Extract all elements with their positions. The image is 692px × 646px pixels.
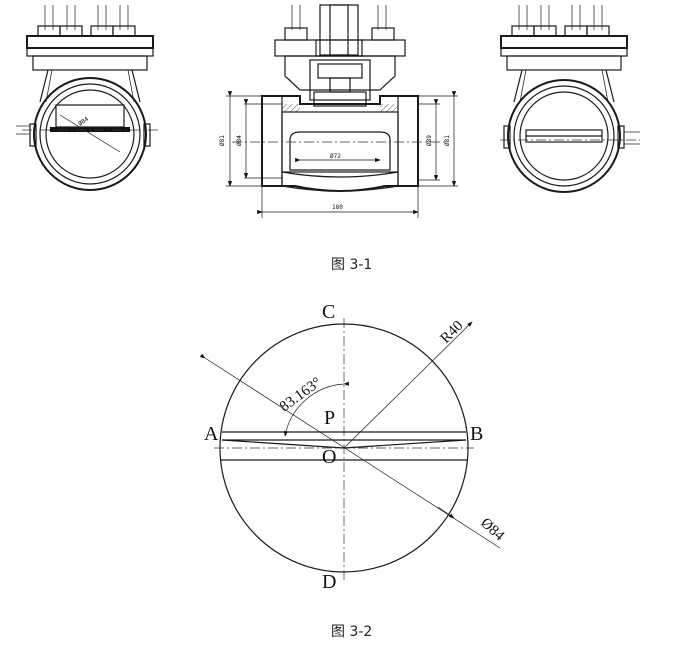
angle-label: 83.163° <box>277 375 325 416</box>
point-C-label: C <box>322 301 335 323</box>
left-view-dim-label: Ø84 <box>77 115 90 127</box>
left-end-view: Ø84 <box>16 5 160 191</box>
dim-label-5: Ø81 <box>444 135 451 146</box>
right-end-view <box>500 5 640 193</box>
point-D-label: D <box>322 571 336 593</box>
figure-1-caption: 图 3-1 <box>331 257 373 273</box>
radius-label: R40 <box>438 318 467 347</box>
dim-label-2: Ø84 <box>236 135 243 146</box>
dim-label-6: 180 <box>332 204 343 211</box>
figure-2-caption: 图 3-2 <box>331 624 373 640</box>
point-B-label: B <box>470 423 483 445</box>
point-O-label: O <box>322 446 336 468</box>
section-view: Ø81 Ø84 Ø72 Ø89 Ø81 180 <box>219 4 458 218</box>
point-A-label: A <box>204 423 219 445</box>
dim-label-3: Ø72 <box>330 153 341 160</box>
disc-diagram: C D A B P O 83.163° R40 Ø84 <box>199 301 508 593</box>
dim-label-4: Ø89 <box>426 135 433 146</box>
point-P-label: P <box>324 407 335 429</box>
diameter-label: Ø84 <box>477 515 507 545</box>
dim-label-1: Ø81 <box>219 135 226 146</box>
